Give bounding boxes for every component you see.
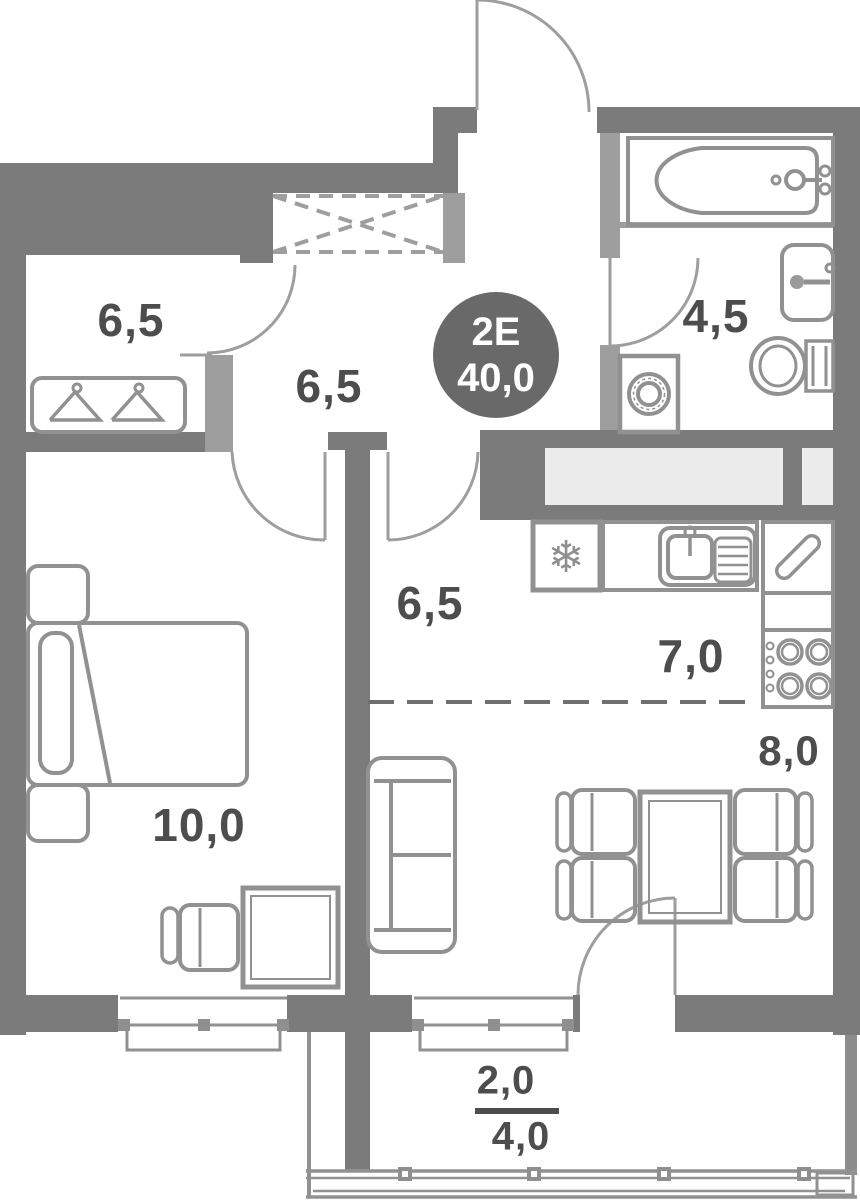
wall-top-left <box>0 163 245 255</box>
balcony-area-divider <box>475 1108 559 1114</box>
wall-left-exterior <box>0 163 26 1035</box>
unit-badge: 2E 40,0 <box>433 292 559 418</box>
bathroom-door <box>608 257 700 348</box>
unit-total-area: 40,0 <box>457 356 535 400</box>
fridge: ❄ <box>530 519 603 593</box>
dining-table <box>637 789 733 925</box>
wall-bathroom-left-lower <box>600 345 620 430</box>
wardrobe-door <box>180 264 297 357</box>
wall-living-bottom-left <box>573 995 580 1032</box>
balcony-area-counted: 2,0 <box>476 1058 536 1103</box>
duct-kitchen-2 <box>802 448 833 505</box>
bedroom-door <box>230 451 327 542</box>
unit-type: 2E <box>471 310 521 354</box>
wall-right-exterior <box>833 107 860 1035</box>
room-label-living: 8,0 <box>758 727 820 774</box>
kitchen-counter-empty <box>761 591 835 632</box>
living-window <box>412 996 574 1052</box>
dining-chair <box>733 788 814 856</box>
bedroom-window <box>118 996 289 1052</box>
duct-kitchen-1 <box>545 448 783 505</box>
corridor-door <box>386 451 480 542</box>
kitchen-tap-icon <box>683 525 697 556</box>
wall-top-right <box>597 107 860 133</box>
sofa <box>366 756 457 954</box>
wall-entry-stub <box>433 107 477 133</box>
wall-bedroom-living-partition <box>345 450 370 995</box>
room-label-corridor: 6,5 <box>396 577 464 629</box>
balcony-glazing <box>306 1032 857 1199</box>
bath-faucet-icon <box>770 164 832 196</box>
wall-entry-pillar <box>443 193 465 263</box>
dining-chair <box>733 856 814 923</box>
balcony-door <box>576 896 677 996</box>
room-label-wardrobe: 6,5 <box>97 294 165 346</box>
wall-top-middle <box>240 163 435 193</box>
wall-entry-vertical <box>433 133 458 193</box>
bathtub <box>626 136 835 227</box>
stove <box>761 628 835 709</box>
washbasin <box>780 243 836 322</box>
washing-machine <box>617 353 681 435</box>
hanger-icon <box>110 382 166 422</box>
desk <box>240 885 341 990</box>
dining-chair <box>555 856 637 923</box>
entry-door <box>475 0 591 113</box>
wall-balcony-right <box>845 1035 857 1175</box>
toilet <box>749 336 835 396</box>
desk-chair <box>160 903 240 972</box>
wall-wardrobe-bottom <box>26 432 230 452</box>
nightstand <box>26 783 90 843</box>
bed <box>26 621 249 787</box>
wall-t-cap <box>328 432 387 450</box>
hanger-rack <box>30 376 187 434</box>
snowflake-icon: ❄ <box>548 533 585 582</box>
kitchen-counter-sink <box>601 520 759 592</box>
dining-chair <box>555 788 637 856</box>
wall-entry-left-chunk <box>240 193 273 263</box>
wall-living-bottom-right <box>675 995 837 1032</box>
storage-dashed-box <box>272 194 444 254</box>
balcony-area-full: 4,0 <box>491 1114 551 1159</box>
wall-wardrobe-partition <box>205 355 233 452</box>
nightstand <box>26 564 90 625</box>
wall-bathroom-left-upper <box>600 133 620 258</box>
room-label-bathroom: 4,5 <box>682 290 750 342</box>
hanger-icon <box>48 382 104 422</box>
wall-bedroom-bottom-left <box>0 995 118 1032</box>
wall-bedroom-bottom-right <box>287 995 412 1032</box>
room-label-hallway: 6,5 <box>295 360 363 412</box>
room-label-bedroom: 10,0 <box>152 799 246 851</box>
kitchen-counter-worktop <box>761 520 835 595</box>
room-label-kitchen: 7,0 <box>657 630 725 682</box>
